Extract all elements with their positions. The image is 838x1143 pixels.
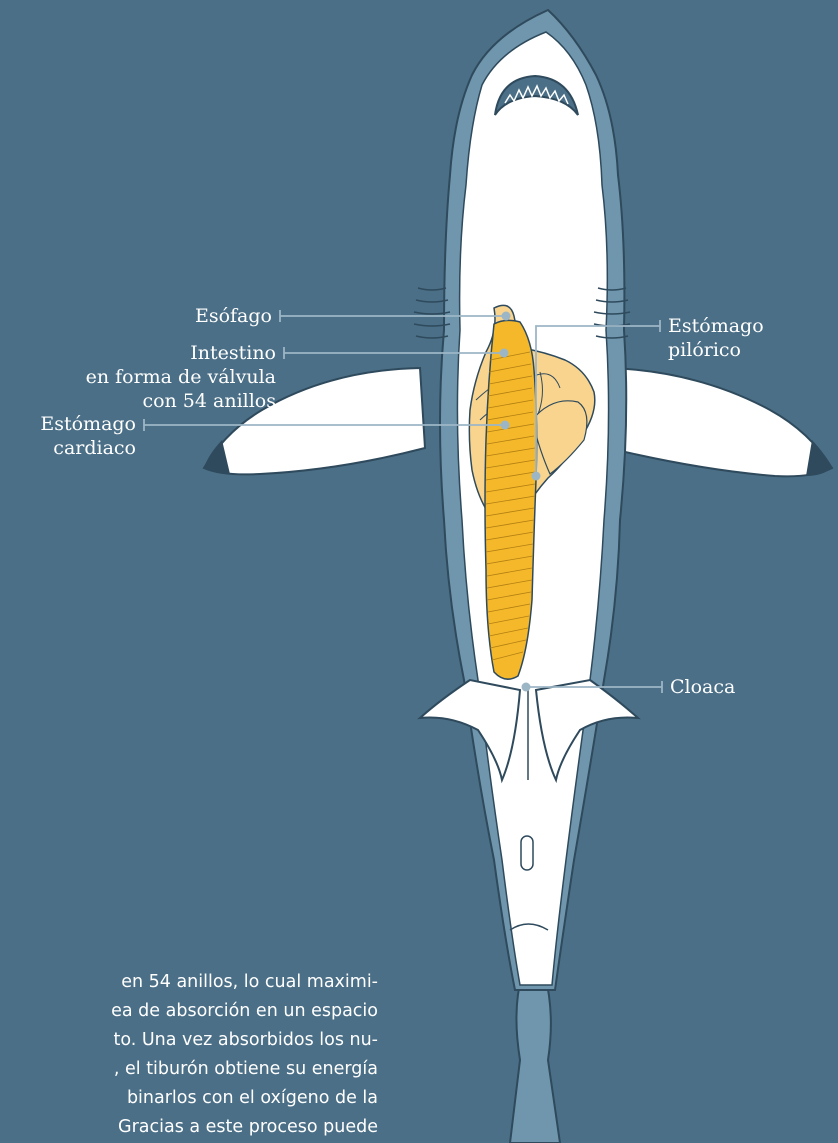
- dot-intestino: [500, 349, 509, 358]
- label-intestino-line1: Intestino: [86, 341, 276, 365]
- anal-fin-slot: [521, 836, 533, 870]
- right-pectoral-fin: [608, 368, 832, 476]
- label-estomago-cardiaco: Estómago cardiaco: [40, 412, 136, 460]
- dot-cloaca: [522, 683, 531, 692]
- label-intestino-line3: con 54 anillos: [86, 389, 276, 413]
- body-line: en 54 anillos, lo cual maximi-: [0, 968, 378, 997]
- dot-estomago-cardiaco: [501, 421, 510, 430]
- label-intestino: Intestino en forma de válvula con 54 ani…: [86, 341, 276, 413]
- body-line: to. Una vez absorbidos los nu-: [0, 1026, 378, 1055]
- body-line: ea de absorción en un espacio: [0, 997, 378, 1026]
- body-line: , el tiburón obtiene su energía: [0, 1055, 378, 1084]
- tail-fin: [510, 975, 560, 1143]
- body-line: Gracias a este proceso puede: [0, 1113, 378, 1142]
- label-esofago: Esófago: [195, 304, 272, 328]
- label-estomago-cardiaco-line1: Estómago: [40, 412, 136, 436]
- body-line: binarlos con el oxígeno de la: [0, 1084, 378, 1113]
- label-intestino-line2: en forma de válvula: [86, 365, 276, 389]
- dot-esofago: [502, 312, 511, 321]
- label-cloaca: Cloaca: [670, 675, 735, 699]
- dot-estomago-pilorico: [532, 472, 541, 481]
- label-estomago-cardiaco-line2: cardiaco: [40, 436, 136, 460]
- body-text: en 54 anillos, lo cual maximi- ea de abs…: [0, 968, 378, 1143]
- label-estomago-pilorico-line1: Estómago: [668, 314, 764, 338]
- left-pelvic-fin: [420, 680, 520, 780]
- label-estomago-pilorico: Estómago pilórico: [668, 314, 764, 362]
- label-estomago-pilorico-line2: pilórico: [668, 338, 764, 362]
